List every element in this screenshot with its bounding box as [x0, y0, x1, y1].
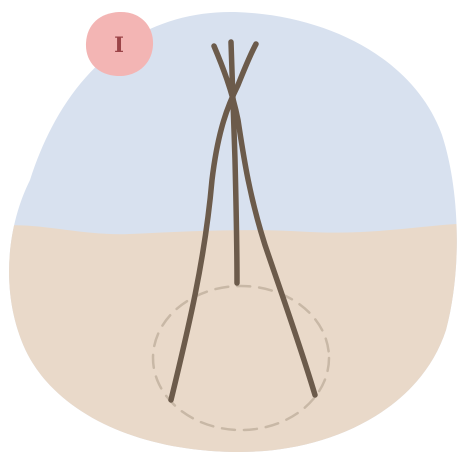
step-badge: I [84, 10, 154, 78]
step-label: I [114, 32, 124, 57]
